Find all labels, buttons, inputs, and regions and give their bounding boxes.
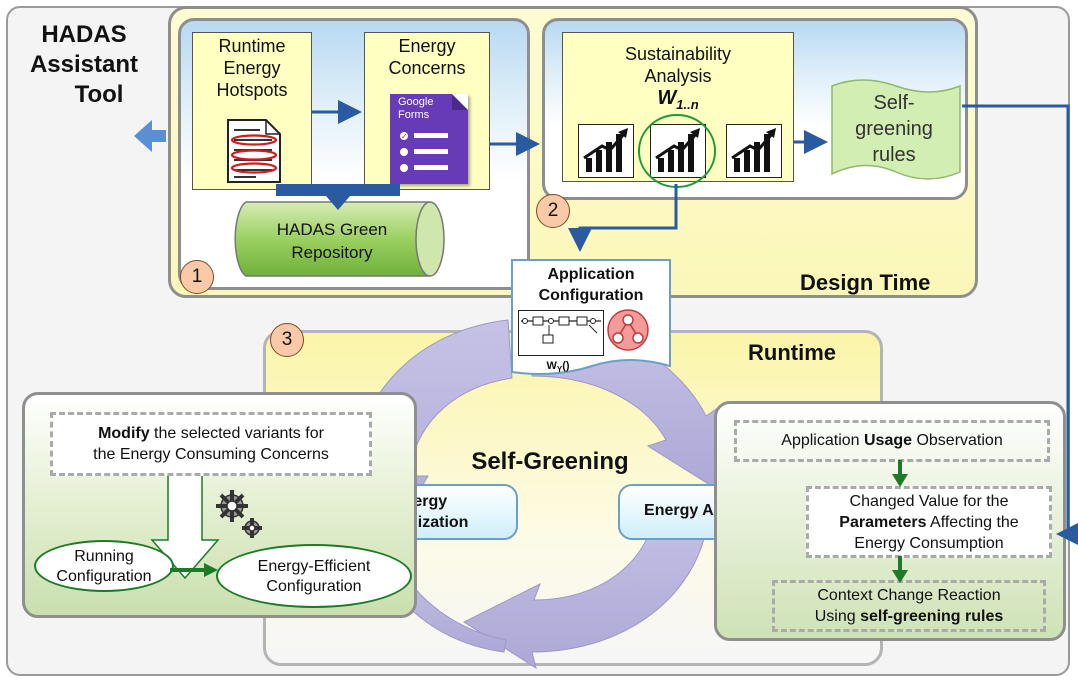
changed-to-context-arrow — [892, 556, 908, 583]
efficient-line2: Configuration — [266, 578, 362, 595]
func-tail: () — [562, 360, 570, 372]
tool-line2: Assistant — [29, 51, 139, 78]
repository-cylinder — [234, 201, 445, 277]
usage-bold: Usage — [863, 432, 913, 449]
rules-scroll — [831, 79, 961, 180]
trend-arrowhead — [618, 128, 628, 138]
tool-line1: HADAS — [41, 21, 127, 48]
context-line2: Using self-greening rules — [775, 606, 1043, 627]
trend-bar — [734, 158, 740, 172]
concerns-line2: Concerns — [388, 58, 466, 78]
forms-icon-line1: Google — [398, 96, 434, 108]
runtime-label: Runtime — [748, 340, 836, 365]
usage-pre: Application — [781, 432, 864, 449]
repository-label: HADAS Green Repository — [252, 218, 412, 264]
weights-sub: 1..n — [676, 97, 699, 112]
context-pre: Using — [814, 608, 861, 625]
changed-bold: Parameters — [839, 514, 927, 531]
rules-line1: Self- — [873, 92, 915, 114]
weights-main: W — [657, 87, 677, 109]
feature-model-icon — [518, 310, 604, 356]
step-2-marker: 2 — [536, 194, 570, 228]
design-time-label: Design Time — [800, 270, 931, 295]
repository-line1: HADAS Green — [276, 220, 388, 239]
running-line1: Running — [74, 548, 134, 565]
svg-text:✓: ✓ — [401, 132, 408, 141]
usage-post: Observation — [912, 432, 1003, 449]
analysis-weights: W1..n — [563, 87, 793, 116]
running-configuration-node: Running Configuration — [34, 540, 174, 592]
modify-line1: Modify the selected variants for — [53, 423, 369, 444]
trend-bar — [606, 142, 612, 172]
config-function: WY() — [538, 360, 578, 374]
document-icon — [227, 119, 281, 183]
modify-down-arrow — [150, 476, 220, 580]
concerns-line1: Energy — [398, 36, 456, 56]
trend-bar — [744, 150, 750, 172]
rules-label: Self- greening rules — [838, 90, 950, 168]
efficient-line1: Energy-Efficient — [257, 558, 371, 575]
self-greening-label: Self-Greening — [471, 448, 629, 475]
running-to-efficient-arrow — [170, 563, 218, 577]
trend-bar — [586, 158, 592, 172]
modify-rest1: the selected variants for — [149, 425, 324, 442]
network-icon — [607, 309, 649, 351]
context-bold: self-greening rules — [860, 608, 1004, 625]
changed-line1: Changed Value for the — [849, 493, 1009, 510]
context-line1: Context Change Reaction — [817, 587, 1001, 604]
trend-bar — [754, 142, 760, 172]
trend-bar — [688, 134, 694, 172]
usage-to-changed-arrow — [892, 460, 908, 487]
app-config-title: Application Configuration — [512, 264, 670, 306]
tool-line3: Tool — [74, 81, 124, 108]
changed-line2: Parameters Affecting the — [809, 512, 1049, 533]
forms-icon-line2: Forms — [398, 109, 430, 121]
func-main: W — [546, 360, 557, 372]
changed-parameters-box: Changed Value for the Parameters Affecti… — [806, 486, 1052, 558]
trend-arrowhead — [766, 128, 776, 138]
trend-arrowhead — [690, 128, 700, 138]
step-1-marker: 1 — [180, 260, 214, 294]
func-sub: Y — [556, 365, 563, 375]
trend-bar — [616, 134, 622, 172]
hadas-tool-label: HADAS Assistant Tool — [14, 20, 154, 110]
trend-bar — [596, 150, 602, 172]
changed-rest: Affecting the — [926, 514, 1019, 531]
rules-line2: greening — [855, 118, 933, 140]
modify-variants-box: Modify the selected variants for the Ene… — [50, 412, 372, 476]
trend-bar — [668, 150, 674, 172]
google-forms-icon: Google Forms ✓ — [390, 94, 468, 184]
rules-line3: rules — [872, 144, 916, 166]
context-change-box: Context Change Reaction Using self-green… — [772, 580, 1046, 632]
trend-bar — [764, 134, 770, 172]
trend-line — [731, 133, 774, 160]
config-line1: Application — [547, 266, 635, 283]
step-3-marker: 3 — [270, 323, 304, 357]
trend-bar — [678, 142, 684, 172]
config-line2: Configuration — [538, 287, 644, 304]
energy-efficient-configuration-node: Energy-Efficient Configuration — [216, 544, 412, 608]
gear-icon — [216, 490, 262, 538]
changed-line3: Energy Consumption — [854, 535, 1004, 552]
hotspots-line2: Energy — [223, 58, 281, 78]
modify-bold: Modify — [98, 425, 150, 442]
analysis-line2: Analysis — [644, 66, 712, 86]
trend-line — [655, 133, 698, 160]
feature-model-graphic — [521, 316, 601, 344]
usage-observation-box: Application Usage Observation — [734, 420, 1050, 462]
repository-line2: Repository — [291, 243, 373, 262]
modify-line2: the Energy Consuming Concerns — [93, 446, 329, 463]
analysis-line1: Sustainability — [624, 44, 732, 64]
chart-bars-overlay — [583, 128, 776, 172]
trend-line — [583, 133, 626, 160]
trend-bar — [658, 158, 664, 172]
running-line2: Configuration — [56, 568, 152, 585]
hotspots-line3: Hotspots — [216, 80, 288, 100]
hotspots-line1: Runtime — [218, 36, 286, 56]
